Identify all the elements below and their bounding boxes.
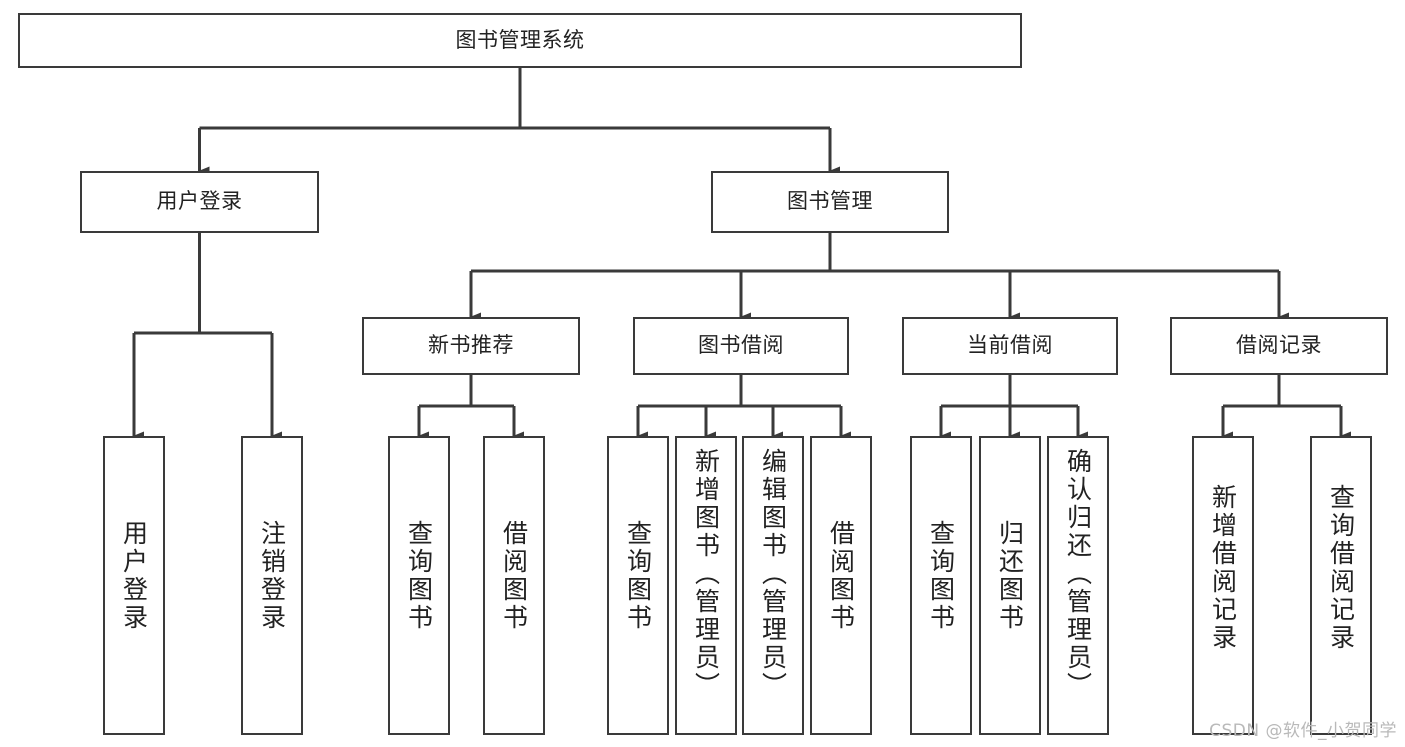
node-label: 归还图书 <box>995 520 1025 632</box>
node-leaf-add-book[interactable]: 新增图书（管理员） <box>675 436 737 735</box>
node-label: 编辑图书（管理员） <box>758 448 788 700</box>
node-label: 查询借阅记录 <box>1326 484 1356 652</box>
node-leaf-borrow-book[interactable]: 借阅图书 <box>810 436 872 735</box>
node-label: 用户登录 <box>156 189 243 214</box>
node-label: 查询图书 <box>404 520 434 632</box>
node-label: 用户登录 <box>119 520 149 632</box>
node-leaf-confirm-return[interactable]: 确认归还（管理员） <box>1047 436 1109 735</box>
node-leaf-query-book-cur[interactable]: 查询图书 <box>910 436 972 735</box>
node-borrow-record[interactable]: 借阅记录 <box>1170 317 1388 375</box>
edges-group <box>132 68 1351 441</box>
node-label: 图书借阅 <box>698 333 784 358</box>
node-new-book-rec[interactable]: 新书推荐 <box>362 317 580 375</box>
node-label: 确认归还（管理员） <box>1063 448 1093 700</box>
node-label: 图书管理 <box>787 189 873 214</box>
node-leaf-user-logout[interactable]: 注销登录 <box>241 436 303 735</box>
node-label: 当前借阅 <box>967 333 1053 358</box>
node-leaf-user-login[interactable]: 用户登录 <box>103 436 165 735</box>
node-leaf-query-book-rec[interactable]: 查询图书 <box>388 436 450 735</box>
node-leaf-query-record[interactable]: 查询借阅记录 <box>1310 436 1372 735</box>
node-label: 查询图书 <box>926 520 956 632</box>
node-label: 借阅记录 <box>1236 333 1322 358</box>
node-label: 注销登录 <box>257 520 287 632</box>
node-leaf-edit-book[interactable]: 编辑图书（管理员） <box>742 436 804 735</box>
node-leaf-borrow-book-rec[interactable]: 借阅图书 <box>483 436 545 735</box>
node-leaf-return-book[interactable]: 归还图书 <box>979 436 1041 735</box>
node-current-borrow[interactable]: 当前借阅 <box>902 317 1118 375</box>
node-label: 新书推荐 <box>428 333 514 358</box>
node-leaf-add-record[interactable]: 新增借阅记录 <box>1192 436 1254 735</box>
node-label: 借阅图书 <box>826 520 856 632</box>
node-leaf-query-book[interactable]: 查询图书 <box>607 436 669 735</box>
node-label: 新增图书（管理员） <box>691 448 721 700</box>
node-label: 新增借阅记录 <box>1208 484 1238 652</box>
node-book-borrow[interactable]: 图书借阅 <box>633 317 849 375</box>
watermark-text: CSDN @软件_小贺同学 <box>1209 721 1397 741</box>
node-book-manage[interactable]: 图书管理 <box>711 171 949 233</box>
node-label: 查询图书 <box>623 520 653 632</box>
node-root[interactable]: 图书管理系统 <box>18 13 1022 68</box>
node-user-login[interactable]: 用户登录 <box>80 171 319 233</box>
node-label: 图书管理系统 <box>455 27 585 52</box>
node-label: 借阅图书 <box>499 520 529 632</box>
